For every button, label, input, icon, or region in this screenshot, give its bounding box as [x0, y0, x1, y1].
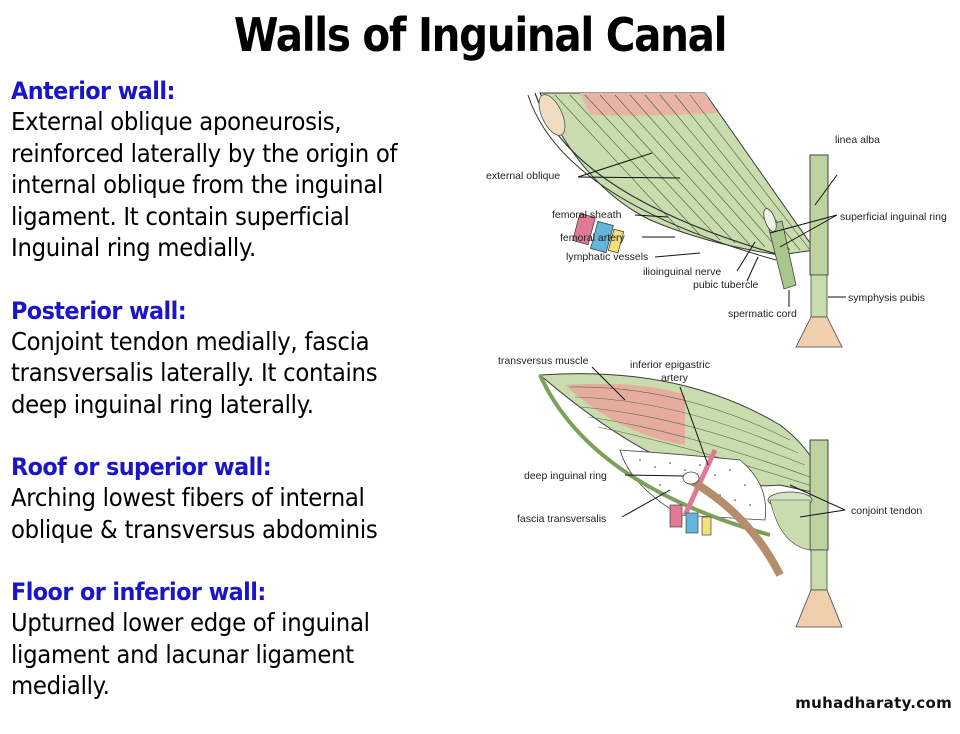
watermark: muhadharaty.com: [795, 694, 952, 712]
section-heading: Posterior wall:: [11, 296, 187, 325]
body-line: Upturned lower edge of inguinal: [11, 608, 370, 637]
section-posterior-wall: Posterior wall: Conjoint tendon medially…: [11, 296, 491, 421]
section-heading: Floor or inferior wall:: [11, 578, 266, 606]
anterior-wall-illustration: external oblique femoral sheath femoral …: [486, 92, 947, 348]
section-heading: Roof or superior wall:: [11, 453, 272, 481]
body-line: External oblique aponeurosis,: [11, 107, 342, 136]
external-oblique-muscle: [539, 92, 816, 256]
posterior-wall-illustration: transversus muscle inferior epigastric a…: [498, 355, 922, 628]
label-femoral-sheath: femoral sheath: [552, 209, 622, 221]
body-line: Inguinal ring medially.: [11, 233, 256, 262]
body-line: ligament and lacunar ligament: [11, 639, 354, 669]
body-line: medially.: [11, 671, 110, 700]
body-line: internal oblique from the inguinal: [11, 170, 384, 199]
label-spermatic-cord: spermatic cord: [728, 308, 797, 320]
label-external-oblique: external oblique: [486, 170, 560, 182]
body-line: reinforced laterally by the origin of: [11, 138, 398, 168]
label-fascia-transversalis: fascia transversalis: [517, 513, 606, 525]
symphysis-pubis: [795, 274, 843, 348]
label-symphysis-pubis: symphysis pubis: [848, 292, 925, 304]
section-heading: Anterior wall:: [11, 77, 175, 105]
label-ilioinguinal-nerve: ilioinguinal nerve: [643, 266, 721, 278]
linea-alba: [809, 154, 829, 276]
external-oblique-red-part: [580, 93, 718, 116]
label-lymphatic-vessels: lymphatic vessels: [566, 251, 648, 263]
body-line: Conjoint tendon medially, fascia: [11, 326, 370, 356]
label-femoral-artery: femoral artery: [560, 232, 626, 244]
label-inferior-epigastric: inferior epigastric: [630, 359, 710, 371]
label-inferior-epigastric-artery: artery: [661, 372, 689, 384]
body-line: transversalis laterally. It contains: [11, 358, 378, 387]
body-line: ligament. It contain superficial: [11, 201, 350, 231]
body-line: Arching lowest fibers of internal: [11, 483, 365, 512]
slide-title: Walls of Inguinal Canal: [233, 8, 728, 62]
body-line: deep inguinal ring laterally.: [11, 389, 314, 419]
spermatic-cord: [767, 220, 797, 290]
walls-text-column: Anterior wall: External oblique aponeuro…: [11, 76, 491, 734]
body-line: oblique & transversus abdominis: [11, 514, 378, 544]
section-anterior-wall: Anterior wall: External oblique aponeuro…: [11, 76, 491, 264]
section-floor-wall: Floor or inferior wall: Upturned lower e…: [11, 577, 491, 702]
label-transversus-muscle: transversus muscle: [498, 355, 589, 367]
label-linea-alba: linea alba: [835, 134, 880, 146]
label-superficial-inguinal-ring: superficial inguinal ring: [840, 211, 947, 223]
spermatic-cord: [687, 476, 784, 577]
label-conjoint-tendon: conjoint tendon: [851, 505, 922, 517]
muscle-fibers: [569, 386, 816, 488]
label-deep-inguinal-ring: deep inguinal ring: [524, 470, 607, 482]
label-pubic-tubercle: pubic tubercle: [693, 279, 759, 291]
section-roof-wall: Roof or superior wall: Arching lowest fi…: [11, 452, 491, 545]
